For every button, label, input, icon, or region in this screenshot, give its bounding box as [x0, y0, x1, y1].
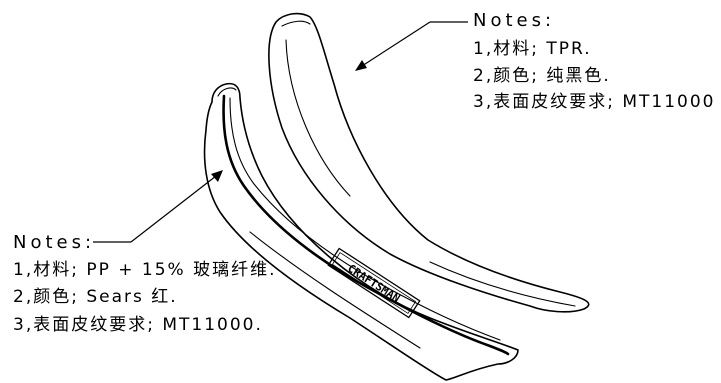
pp-shell-part — [203, 82, 519, 381]
tpr-grip-lower-lip — [429, 261, 576, 307]
notes-top: Notes: 1,材料; TPR. 2,颜色; 纯黑色. 3,表面皮纹要求; M… — [473, 10, 721, 112]
tpr-grip-part — [268, 12, 590, 313]
notes-bottom-heading: Notes: — [13, 232, 95, 253]
tpr-grip-outline — [268, 12, 590, 313]
pp-shell-lip — [217, 87, 237, 97]
notes-top-line-3: 3,表面皮纹要求; MT11000 . — [473, 92, 721, 112]
notes-bottom-line-2: 2,颜色; Sears 红. — [13, 287, 178, 307]
notes-top-leader — [355, 21, 468, 71]
tpr-grip-crease-top — [281, 20, 311, 27]
notes-bottom-line-3: 3,表面皮纹要求; MT11000. — [13, 315, 263, 335]
pp-shell-outline — [203, 82, 519, 381]
notes-top-line-2: 2,颜色; 纯黑色. — [473, 66, 611, 86]
notes-top-line-1: 1,材料; TPR. — [473, 39, 592, 59]
pp-shell-rim-inner — [229, 97, 501, 341]
notes-bottom: Notes: 1,材料; PP + 15% 玻璃纤维. 2,颜色; Sears … — [13, 232, 277, 335]
pp-shell-bottom-edge — [249, 231, 421, 349]
pp-shell-rim — [222, 94, 510, 356]
notes-bottom-line-1: 1,材料; PP + 15% 玻璃纤维. — [13, 260, 277, 280]
notes-top-heading: Notes: — [473, 10, 555, 31]
tpr-grip-inner-line — [285, 39, 351, 197]
notes-bottom-leader — [93, 170, 223, 243]
